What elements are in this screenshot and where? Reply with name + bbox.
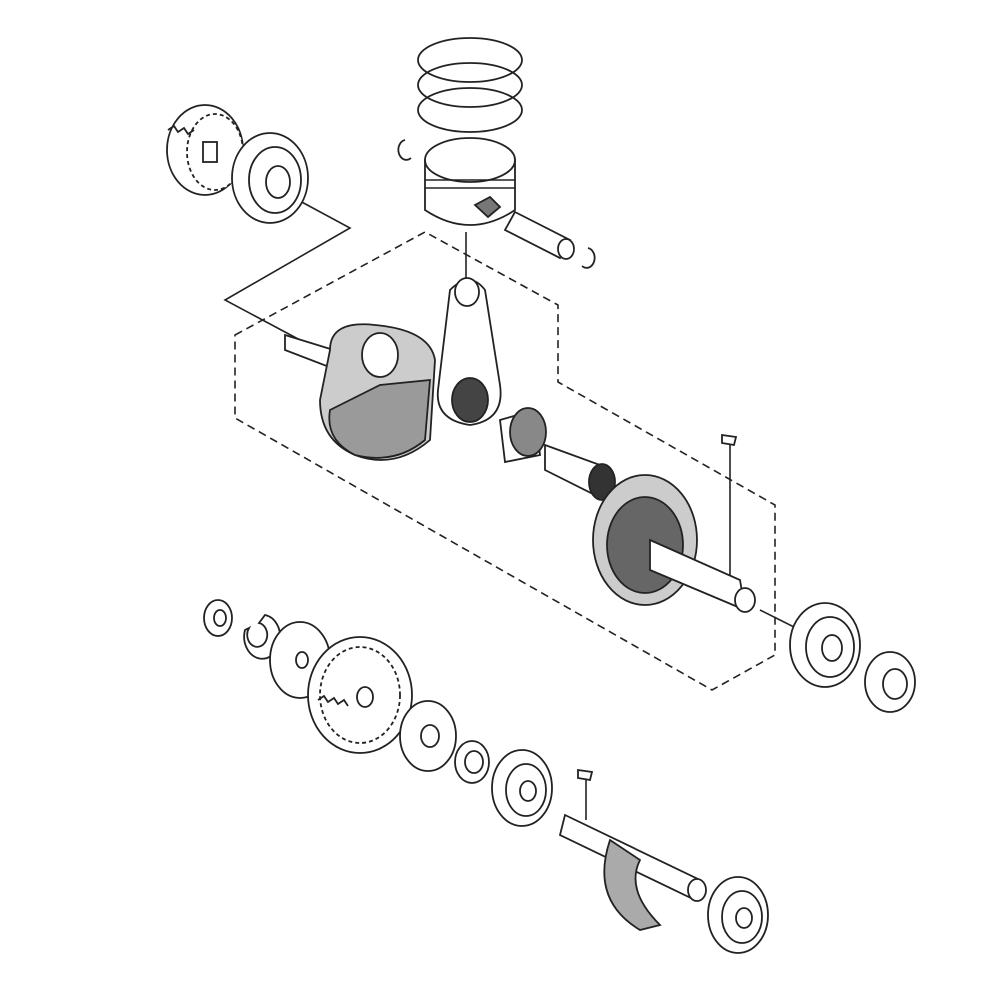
right-bearing — [789, 602, 861, 688]
nut — [203, 599, 233, 637]
piston-rings — [417, 37, 523, 133]
crankshaft-right-half — [592, 474, 756, 613]
left-timing-gear — [166, 104, 244, 196]
seal-ring — [454, 740, 490, 784]
woodruff-key-top — [721, 433, 738, 447]
leader-line-left-bearing — [223, 199, 352, 341]
spacer-washer — [399, 700, 457, 772]
needle-bearing — [499, 407, 547, 464]
circlip-right — [581, 247, 596, 269]
circlip-left — [397, 139, 412, 161]
left-bearing — [231, 132, 309, 224]
lower-left-bearing — [491, 749, 553, 827]
woodruff-key-bottom — [577, 768, 594, 782]
crankshaft-left-half — [284, 323, 436, 461]
lower-right-bearing — [707, 876, 769, 954]
lower-drive-gear — [307, 636, 413, 754]
piston-pin — [503, 210, 575, 260]
crank-pin — [544, 443, 616, 502]
piston — [424, 137, 516, 226]
connecting-rod — [436, 277, 502, 426]
lower-crankshaft — [558, 813, 707, 931]
right-small-gear — [864, 651, 916, 713]
assembly-boundary — [234, 231, 776, 691]
